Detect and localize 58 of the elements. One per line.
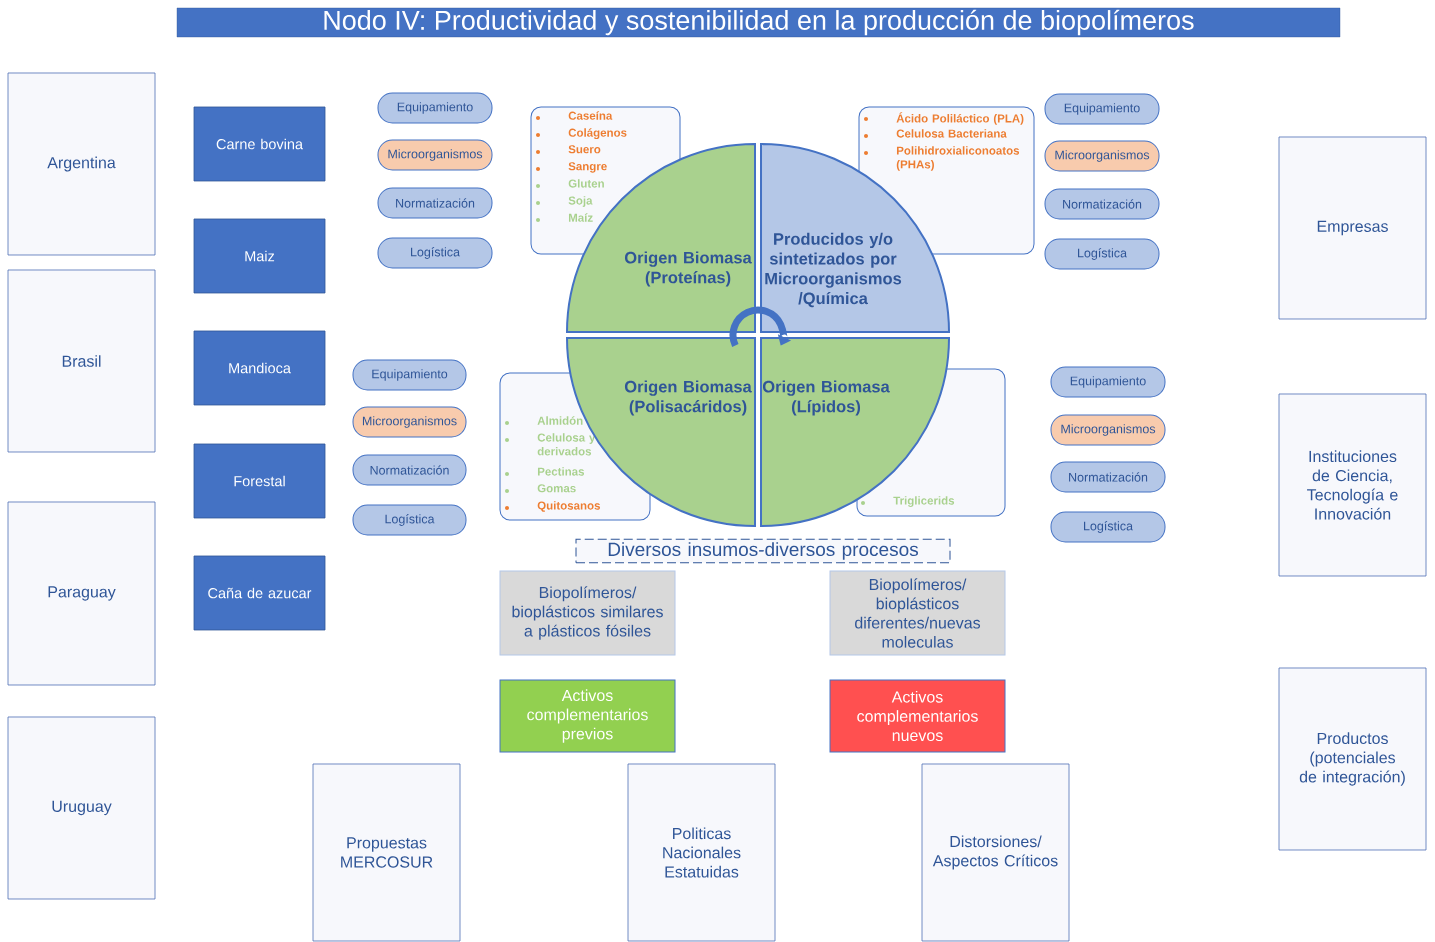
- pill-box: Normatización: [377, 187, 493, 219]
- list-item: Sangre: [536, 162, 607, 173]
- cycle-icon: [729, 306, 792, 347]
- category-box: Propuestas MERCOSUR: [312, 763, 461, 942]
- crop-box: Maiz: [193, 218, 326, 294]
- circle-quadrant: [566, 143, 756, 333]
- sector-label: Origen Biomasa (Proteínas): [624, 251, 752, 287]
- list-item: Triglicerids: [861, 496, 955, 507]
- crop-box: Forestal: [193, 443, 326, 519]
- sector-label: Producidos y/o sintetizados por Microorganismos /Química: [765, 232, 902, 308]
- pill-box: Equipamiento: [1050, 366, 1166, 398]
- list-item: Maíz: [536, 213, 593, 222]
- pill-box: Microorganismos: [352, 406, 467, 438]
- list-item: Polihidroxialiconoatos (PHAs): [864, 146, 1020, 171]
- pill-box: Normatización: [1050, 461, 1166, 493]
- category-box: Distorsiones/ Aspectos Críticos: [921, 763, 1070, 942]
- pill-box: Microorganismos: [377, 139, 493, 171]
- list-item: Soja: [536, 196, 593, 207]
- category-box: Instituciones de Ciencia, Tecnología e Innovación: [1278, 393, 1427, 577]
- pill-box: Equipamiento: [1044, 93, 1160, 125]
- pill-box: Logística: [1044, 238, 1160, 270]
- pill-box: Normatización: [1044, 188, 1160, 220]
- title-banner: Nodo IV: Productividad y sostenibilidad en la producción de biopolímeros: [176, 7, 1341, 38]
- crop-box: Carne bovina: [193, 106, 326, 182]
- pill-box: Microorganismos: [1050, 414, 1166, 446]
- crop-box: Caña de azucar: [193, 555, 326, 631]
- crop-box: Mandioca: [193, 330, 326, 406]
- category-box: Politicas Nacionales Estatuidas: [627, 763, 776, 942]
- category-box: Productos (potenciales de integración): [1278, 667, 1427, 851]
- category-box: Empresas: [1278, 136, 1427, 320]
- country-box: Paraguay: [7, 501, 156, 686]
- pill-box: Equipamiento: [377, 92, 493, 124]
- country-box: Brasil: [7, 269, 156, 453]
- output-box: Biopolímeros/ bioplásticos similares a plásticos fósiles: [499, 570, 676, 656]
- pill-box: Logística: [377, 237, 493, 269]
- list-item: Gomas: [505, 484, 576, 493]
- list-item: Suero: [536, 145, 601, 154]
- pill-box: Microorganismos: [1044, 140, 1160, 172]
- output-box: Biopolímeros/ bioplásticos diferentes/nuevas moleculas: [829, 570, 1006, 656]
- sector-label: Origen Biomasa (Lípidos): [762, 380, 890, 416]
- list-item: Celulosa Bacteriana: [864, 129, 1007, 138]
- list-item: Pectinas: [505, 467, 585, 476]
- dashed-banner: Diversos insumos-diversos procesos: [575, 538, 951, 564]
- sector-label: Origen Biomasa (Polisacáridos): [624, 380, 752, 416]
- asset-box: Activos complementarios previos: [499, 679, 676, 753]
- list-item: Caseína: [536, 111, 613, 120]
- list-item: Gluten: [536, 179, 604, 188]
- country-box: Uruguay: [7, 716, 156, 900]
- country-box: Argentina: [7, 72, 156, 256]
- list-item: Ácido Poliláctico (PLA): [864, 112, 1024, 125]
- pill-box: Logística: [352, 504, 467, 536]
- pill-box: Normatización: [352, 454, 467, 486]
- pill-box: Logística: [1050, 511, 1166, 543]
- list-item: Almidón: [505, 416, 583, 425]
- asset-box: Activos complementarios nuevos: [829, 679, 1006, 753]
- list-item: Quitosanos: [505, 501, 600, 512]
- pill-box: Equipamiento: [352, 359, 467, 391]
- list-item: Colágenos: [536, 128, 627, 140]
